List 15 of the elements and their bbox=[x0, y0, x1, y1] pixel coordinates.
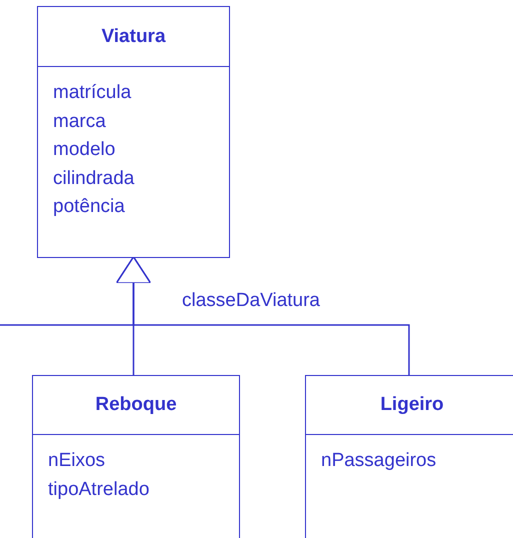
generalization-arrow bbox=[0, 256, 152, 326]
class-box bbox=[305, 375, 513, 538]
attribute-text: potência bbox=[53, 195, 125, 219]
class-name: Ligeiro bbox=[379, 393, 445, 417]
class-box bbox=[37, 6, 230, 258]
attribute-text: tipoAtrelado bbox=[48, 478, 150, 502]
attribute-text: cilindrada bbox=[53, 166, 134, 190]
attribute-text: nPassageiros bbox=[321, 449, 436, 473]
attribute-text: marca bbox=[53, 110, 106, 134]
class-box bbox=[32, 375, 240, 538]
class-name: Viatura bbox=[100, 25, 167, 49]
attribute-text: matrícula bbox=[53, 81, 132, 105]
class-name: Reboque bbox=[94, 393, 178, 417]
attribute-text: nEixos bbox=[48, 449, 106, 473]
attribute-text: modelo bbox=[53, 138, 116, 162]
